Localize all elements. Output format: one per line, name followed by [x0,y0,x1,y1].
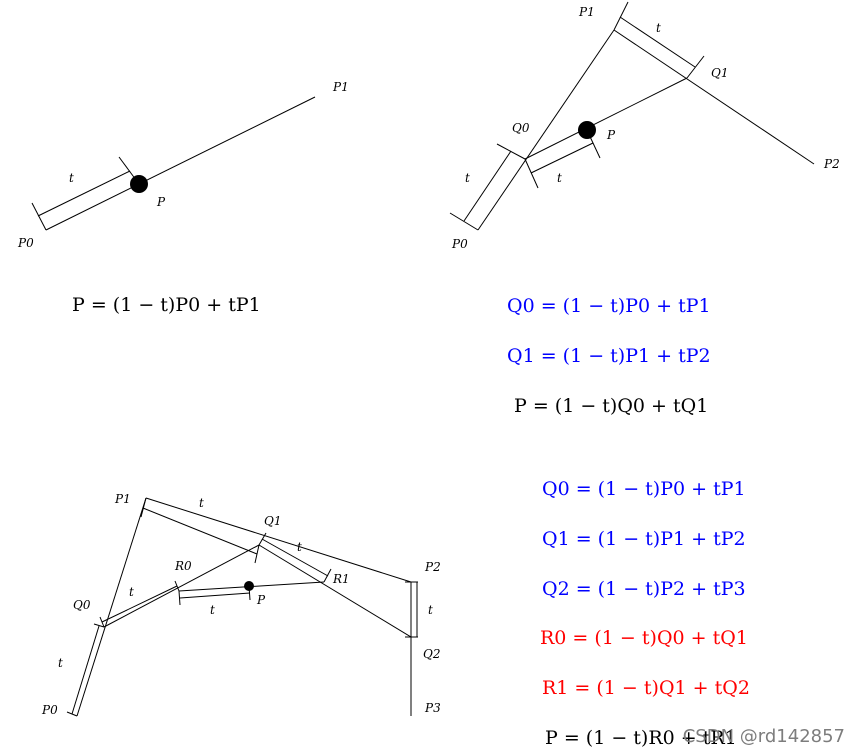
label-p0: P0 [41,703,58,717]
label-p1: P1 [578,5,595,19]
segment-p0-p1 [45,96,316,231]
label-t: t [129,585,134,599]
label-t: t [199,496,204,510]
label-t: t [656,21,661,35]
segment-p1-p2 [145,497,412,583]
point-p-cubic [244,581,254,591]
label-p0: P0 [451,237,468,251]
label-p: P [156,195,166,209]
label-p0: P0 [17,236,34,250]
segment-q0-q1 [524,77,688,160]
label-q0: Q0 [512,121,530,135]
point-p-linear [130,175,148,193]
label-p1: P1 [332,80,349,94]
label-q1: Q1 [264,514,281,528]
cubic-diagram [66,497,418,717]
label-q1: Q1 [711,66,728,80]
label-t: t [69,171,74,185]
equation-quadratic-q0: Q0 = (1 − t)P0 + tP1 [507,295,711,317]
equation-cubic-r0: R0 = (1 − t)Q0 + tQ1 [540,627,748,649]
quadratic-diagram [449,1,815,231]
label-t: t [465,171,470,185]
label-p1: P1 [114,492,131,506]
label-t: t [297,540,302,554]
segment-p0-p1 [477,29,615,231]
t-bracket [37,170,131,217]
segment-p1-p2 [613,29,815,165]
equation-cubic-q1: Q1 = (1 − t)P1 + tP2 [542,528,746,550]
label-t: t [210,603,215,617]
linear-diagram [31,96,316,231]
segment-q0-q1 [103,544,260,628]
label-q0: Q0 [73,598,91,612]
equation-quadratic-q1: Q1 = (1 − t)P1 + tP2 [507,345,711,367]
segment-q1-q2 [258,544,412,638]
label-p2: P2 [823,157,840,171]
equation-linear: P = (1 − t)P0 + tP1 [72,294,261,316]
equation-cubic-q2: Q2 = (1 − t)P2 + tP3 [542,578,746,600]
label-p: P [606,128,616,142]
label-r1: R1 [332,572,350,586]
point-p-quadratic [578,121,596,139]
label-t: t [58,656,63,670]
equation-cubic-r1: R1 = (1 − t)Q1 + tQ2 [542,677,750,699]
label-p3: P3 [424,701,441,715]
label-r0: R0 [174,559,192,573]
equation-cubic-p: P = (1 − t)R0 + tR1 [545,727,737,749]
label-q2: Q2 [423,647,440,661]
segment-p0-p1 [76,497,147,717]
label-p: P [256,593,266,607]
equation-quadratic-p: P = (1 − t)Q0 + tQ1 [514,395,709,417]
label-t: t [428,603,433,617]
equation-cubic-q0: Q0 = (1 − t)P0 + tP1 [542,478,746,500]
label-p2: P2 [424,560,441,574]
label-t: t [557,171,562,185]
watermark: CSDN @rd142857 [682,726,845,747]
